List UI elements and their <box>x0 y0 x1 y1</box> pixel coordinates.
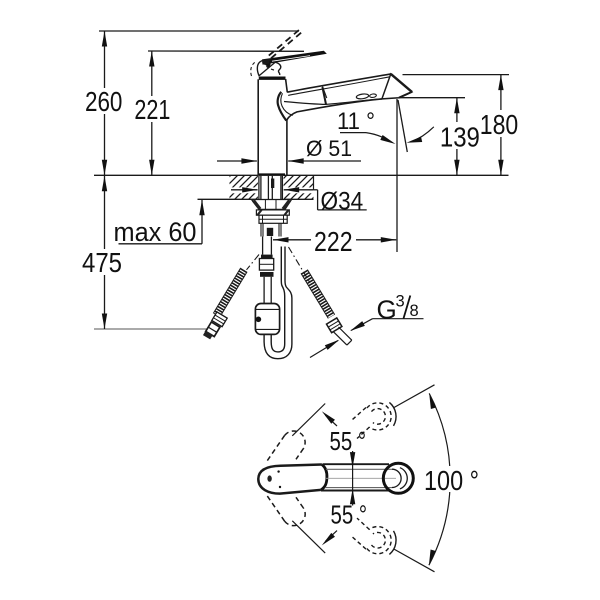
svg-text:Ø34: Ø34 <box>321 188 364 216</box>
svg-text:475: 475 <box>82 247 122 278</box>
svg-text:100 °: 100 ° <box>424 465 479 496</box>
svg-text:G: G <box>377 295 397 325</box>
svg-text:55 °: 55 ° <box>330 426 367 456</box>
svg-text:8: 8 <box>410 302 419 320</box>
svg-text:3: 3 <box>396 293 405 311</box>
svg-text:180: 180 <box>480 109 519 140</box>
svg-text:139: 139 <box>440 121 480 152</box>
svg-text:max 60: max 60 <box>114 217 197 247</box>
svg-text:11 °: 11 ° <box>337 108 375 135</box>
svg-text:55 °: 55 ° <box>331 500 368 530</box>
svg-text:260: 260 <box>85 86 123 117</box>
svg-text:Ø 51: Ø 51 <box>306 136 352 161</box>
svg-text:222: 222 <box>314 226 353 257</box>
svg-text:221: 221 <box>134 94 170 125</box>
